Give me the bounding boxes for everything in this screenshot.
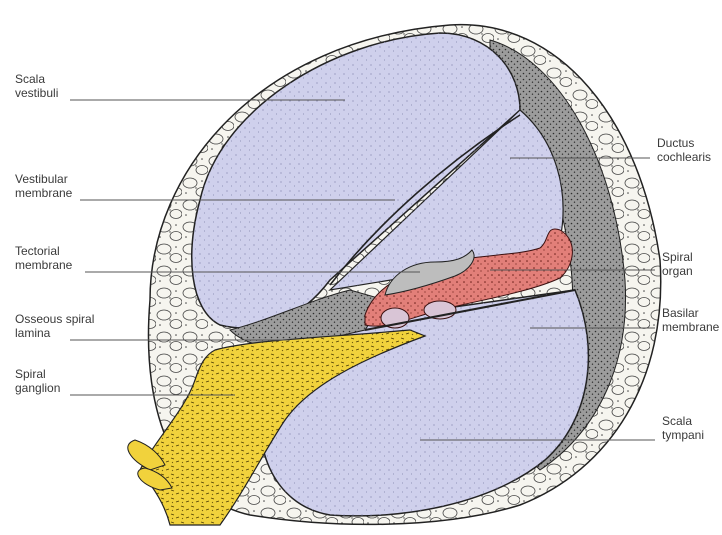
label-vestibular-membrane: Vestibular membrane [15,172,72,200]
label-tectorial-membrane: Tectorial membrane [15,244,72,272]
label-osseous-spiral-lamina: Osseous spiral lamina [15,312,94,340]
label-spiral-organ: Spiral organ [662,250,693,278]
label-scala-vestibuli: Scala vestibuli [15,72,58,100]
label-scala-tympani: Scala tympani [662,414,704,442]
label-spiral-ganglion: Spiral ganglion [15,367,60,395]
label-ductus-cochlearis: Ductus cochlearis [657,136,711,164]
label-basilar-membrane: Basilar membrane [662,306,719,334]
